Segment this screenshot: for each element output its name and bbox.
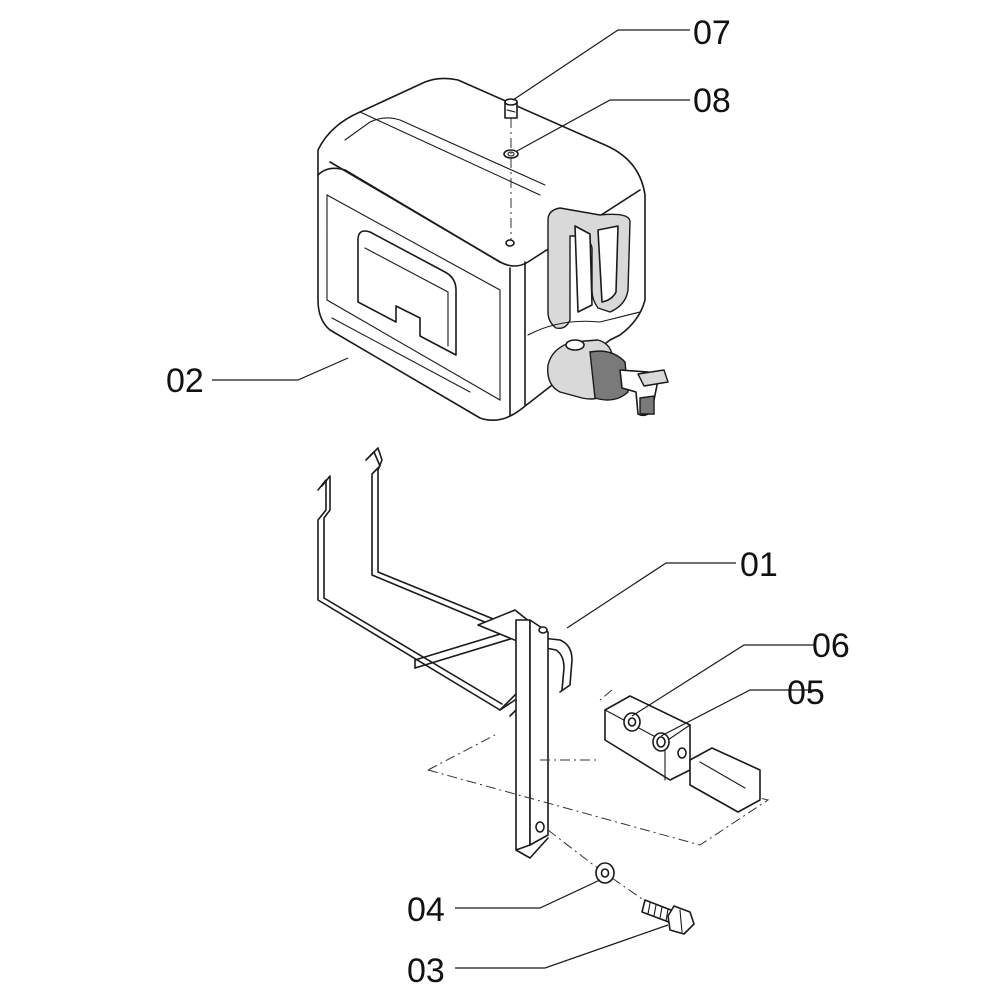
leader-lines — [212, 29, 815, 969]
water-tank — [317, 77, 646, 421]
mounting-plate — [604, 695, 761, 813]
callout-06: 06 — [812, 627, 850, 665]
callout-05: 05 — [787, 674, 825, 712]
callout-07: 07 — [693, 14, 731, 52]
callout-01: 01 — [740, 546, 778, 584]
bolt — [641, 899, 695, 935]
wire-bracket — [317, 447, 573, 859]
top-screw — [504, 98, 518, 119]
callout-04: 04 — [407, 891, 445, 929]
callout-03: 03 — [407, 952, 445, 990]
callout-02: 02 — [166, 362, 204, 400]
washer — [595, 862, 615, 884]
callout-08: 08 — [693, 82, 731, 120]
drain-tap — [547, 339, 669, 417]
